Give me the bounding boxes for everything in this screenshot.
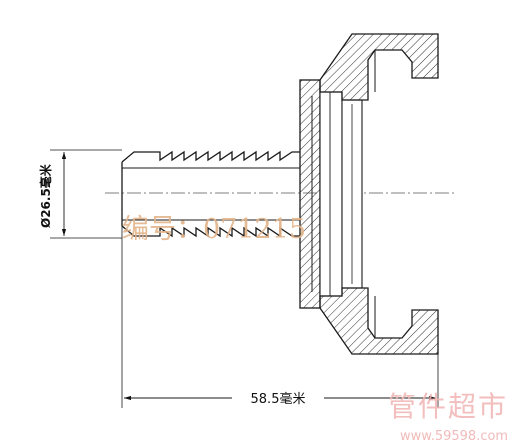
diameter-label: Ø26.5毫米 [38,163,53,228]
length-label: 58.5毫米 [251,391,306,407]
flange-inner-face [319,91,343,297]
product-code-watermark: 编号：071215 [122,214,306,245]
url-watermark: www.59598.com [400,429,508,444]
brand-watermark: 管件超市 [388,390,508,423]
flange-section [299,79,321,309]
hose-barb-upper-edge [121,150,300,163]
lower-claw-section [319,287,439,355]
upper-claw-section [319,33,439,101]
hose-barb-lower-edge [121,225,300,238]
